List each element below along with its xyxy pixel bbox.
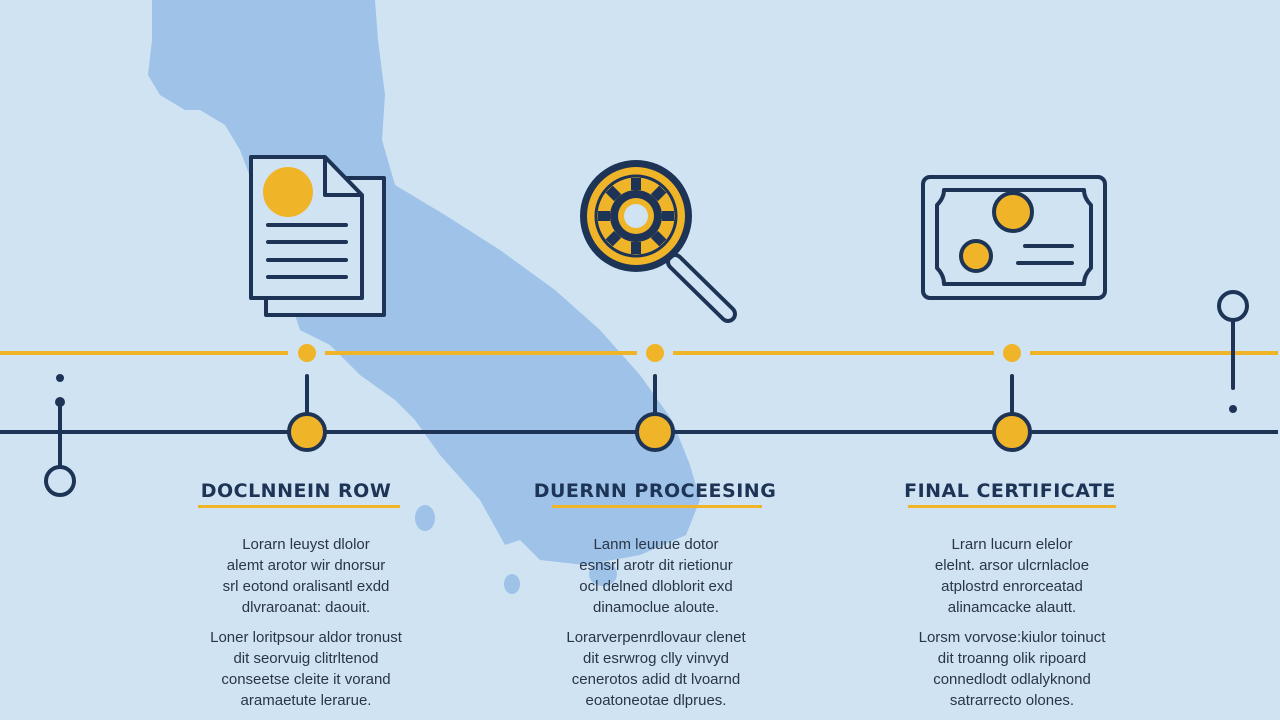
desc-line: conseetse cleite it vorand <box>221 671 391 688</box>
upper-node <box>646 344 664 362</box>
desc-line: Loner loritpsour aldor tronust <box>210 629 402 646</box>
magnifier-gear-icon <box>580 160 737 323</box>
desc-line: Lorsm vorvose:kiulor toinuct <box>918 629 1106 646</box>
desc-line: dlvraroanat: daouit. <box>241 599 371 616</box>
desc-line: ocl delned dloblorit exd <box>579 578 733 595</box>
step-description-document: Lorarn leuyst dlolor alemt arotor wir dn… <box>176 534 436 618</box>
step-underline-document <box>198 505 400 508</box>
desc-line: dit seorvuig clitrltenod <box>233 650 379 667</box>
desc-line: Lorarn leuyst dlolor <box>242 536 370 553</box>
desc-line: srl eotond oralisantl exdd <box>222 578 390 595</box>
certificate-icon <box>921 175 1107 300</box>
node-connectors <box>305 374 1014 415</box>
desc-line: alinamcacke alautt. <box>947 599 1077 616</box>
desc-line: elelnt. arsor ulcrnlacloe <box>934 557 1090 574</box>
step-title-document: DOCLNNEIN ROW <box>200 480 392 502</box>
desc-line: atplostrd enrorceatad <box>941 578 1083 595</box>
start-marker <box>44 374 76 497</box>
desc-line: dinamoclue aloute. <box>593 599 719 616</box>
desc-line: Lanm leuuue dotor <box>593 536 719 553</box>
timeline-node-1 <box>287 412 327 452</box>
step-description-certificate: Lrarn lucurn elelor elelnt. arsor ulcrnl… <box>882 534 1142 618</box>
end-marker <box>1217 290 1249 413</box>
desc-line: alemt arotor wir dnorsur <box>226 557 386 574</box>
desc-line: eoatoneotae dlprues. <box>585 692 727 709</box>
map-island <box>504 574 520 594</box>
desc-line: dit esrwrog clly vinvyd <box>583 650 729 667</box>
step-description-document-2: Loner loritpsour aldor tronust dit seorv… <box>176 627 436 711</box>
document-icon <box>249 155 386 317</box>
map-silhouette <box>148 0 700 565</box>
timeline-nodes <box>287 412 1032 452</box>
desc-line: Lorarverpenrdlovaur clenet <box>566 629 746 646</box>
upper-node <box>298 344 316 362</box>
step-description-processing: Lanm leuuue dotor esnsrl arotr dit rieti… <box>526 534 786 618</box>
step-description-certificate-2: Lorsm vorvose:kiulor toinuct dit troanng… <box>882 627 1142 711</box>
timeline-node-3 <box>992 412 1032 452</box>
map-island <box>589 562 617 586</box>
step-description-processing-2: Lorarverpenrdlovaur clenet dit esrwrog c… <box>526 627 786 711</box>
desc-line: satrarrecto olones. <box>949 692 1075 709</box>
timeline-node-2 <box>635 412 675 452</box>
step-underline-processing <box>552 505 762 508</box>
desc-line: connedlodt odlalyknond <box>933 671 1091 688</box>
step-title-certificate: FINAL CERTIFICATE <box>904 480 1116 502</box>
map-island <box>415 505 435 531</box>
start-marker-dot <box>55 397 65 407</box>
desc-line: dit troanng olik ripoard <box>937 650 1087 667</box>
step-title-processing: DUERNN PROCEESING <box>533 480 777 502</box>
desc-line: aramaetute lerarue. <box>240 692 372 709</box>
desc-line: esnsrl arotr dit rietionur <box>579 557 733 574</box>
desc-line: Lrarn lucurn elelor <box>951 536 1073 553</box>
desc-line: cenerotos adid dt lvoarnd <box>571 671 741 688</box>
step-underline-certificate <box>908 505 1116 508</box>
upper-node <box>1003 344 1021 362</box>
